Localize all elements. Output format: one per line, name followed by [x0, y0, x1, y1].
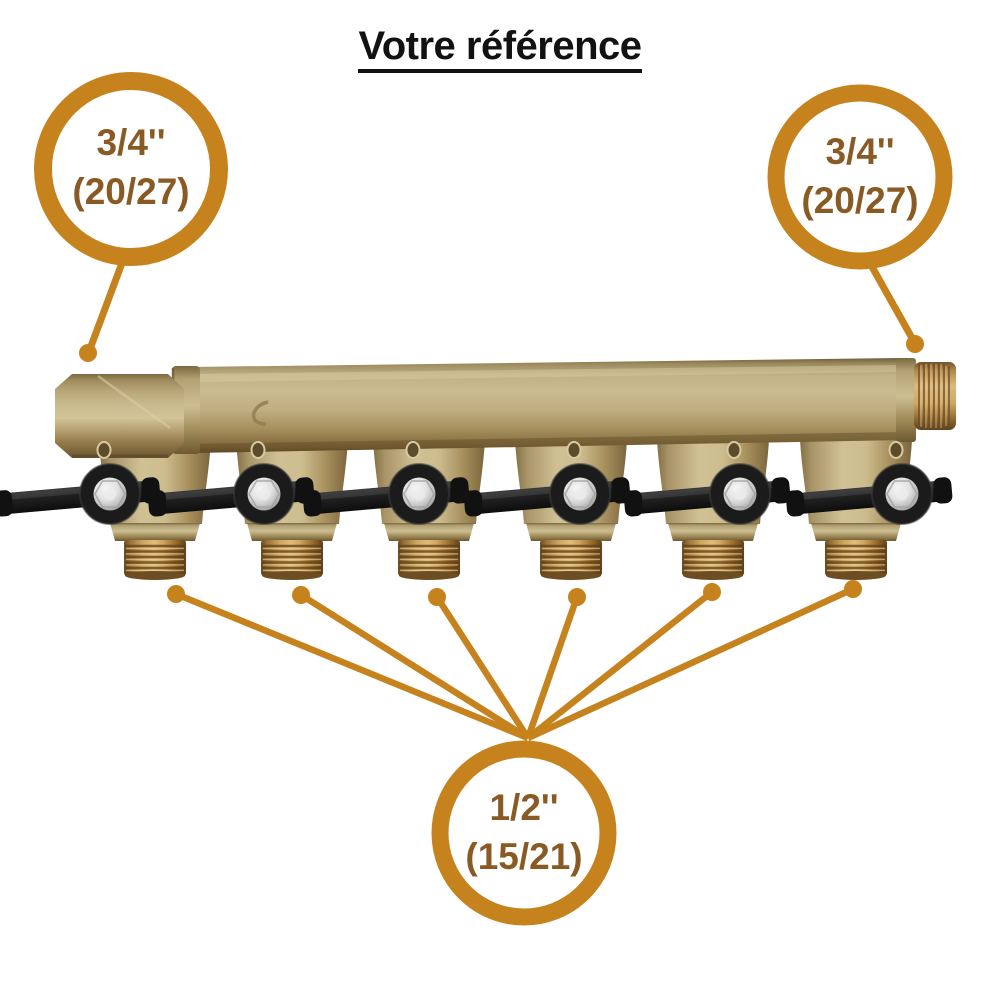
callout-label-right: 3/4'' (20/27): [760, 128, 960, 226]
callout-label-bottom: 1/2'' (15/21): [424, 784, 624, 882]
callout-line: [524, 595, 581, 740]
callout-circle-left: [34, 72, 228, 266]
callout-dot: [428, 588, 446, 606]
callout-dot: [906, 335, 924, 353]
callout-line: [526, 586, 855, 741]
callout-dims: (20/27): [72, 170, 190, 212]
callout-dot: [844, 580, 862, 598]
outlet-collar-right: [896, 358, 916, 442]
valve-handle: [785, 441, 953, 525]
outlet-callout-lines: [167, 580, 862, 742]
callout-line: [434, 595, 531, 740]
callout-circle-bottom: [431, 740, 617, 926]
callout-line: [174, 590, 530, 742]
callout-line: [867, 261, 916, 342]
valve-handle: [463, 441, 631, 525]
callout-dims: (20/27): [801, 179, 919, 221]
inlet-hex-nut-left: [55, 374, 184, 458]
callout-size: 3/4'': [825, 131, 895, 172]
callout-dims: (15/21): [465, 835, 583, 877]
callout-line: [86, 259, 126, 353]
callout-dot: [703, 583, 721, 601]
valve-handle: [623, 441, 791, 525]
callout-dot: [292, 586, 310, 604]
callout-line: [299, 592, 530, 741]
stamp-mark: [251, 400, 269, 426]
callout-label-left: 3/4'' (20/27): [31, 119, 231, 217]
valve-handle: [0, 441, 161, 525]
valve-handles: [0, 441, 953, 525]
callout-dot: [568, 588, 586, 606]
page-title: Votre référence: [0, 26, 1000, 73]
manifold-pipe: [190, 358, 903, 453]
callout-left-inlet-marker: [34, 72, 228, 362]
callout-line: [525, 589, 715, 741]
valve-handle: [302, 441, 470, 525]
callout-size: 1/2'': [489, 787, 559, 828]
page-title-text: Votre référence: [358, 26, 642, 73]
callout-dot: [167, 585, 185, 603]
callout-circle-right: [767, 84, 953, 270]
callout-dot: [79, 344, 97, 362]
callout-right-outlet-marker: [767, 84, 953, 353]
valve-handle: [147, 441, 315, 525]
callout-size: 3/4'': [96, 122, 166, 163]
brass-manifold: [0, 358, 956, 580]
